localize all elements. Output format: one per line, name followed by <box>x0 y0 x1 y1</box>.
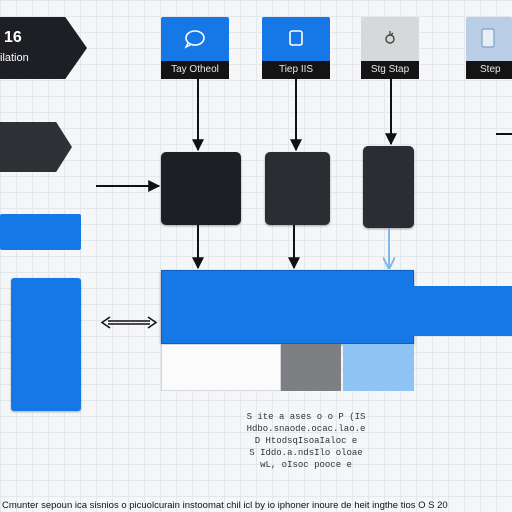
segment-light-blue <box>343 344 414 391</box>
segment-gray <box>281 344 341 391</box>
step-1-label: Tay Otheol <box>161 61 229 79</box>
left-blue-bar <box>0 214 81 250</box>
note-line: D HtodsqIsoaIaloc e <box>254 436 358 446</box>
note-line: S ite a ases o o P (IS <box>246 412 366 422</box>
segment-light <box>161 344 281 391</box>
note-line: Hdbo.snaode.ocac.lao.e <box>246 424 366 434</box>
step-2-label: Tiep IIS <box>262 61 330 79</box>
left-arrow-tag <box>0 122 72 172</box>
step-3-label: Stg Stap <box>361 61 419 79</box>
footer-caption: Cmunter sepoun ica sisnios o picuolcurai… <box>2 500 448 511</box>
process-node-1[interactable] <box>161 152 241 225</box>
note-line: wL, oIsoc pooce e <box>260 460 352 470</box>
left-tall-panel <box>11 278 81 411</box>
step-2-header[interactable] <box>262 17 330 63</box>
header-tag-number: 16 <box>4 29 22 46</box>
note-line: S Iddo.a.ndsIlo oloae <box>249 448 363 458</box>
step-1-header[interactable] <box>161 17 229 63</box>
step-4-label: Step <box>466 61 512 79</box>
process-node-3[interactable] <box>363 146 414 228</box>
panel-icon <box>480 26 498 55</box>
main-output-bar[interactable] <box>161 270 414 344</box>
step-3-header[interactable] <box>361 17 419 63</box>
header-tag: 16 ilation <box>0 17 87 79</box>
process-node-2[interactable] <box>265 152 330 225</box>
step-4-header[interactable] <box>466 17 512 63</box>
bubble-icon <box>182 27 208 54</box>
notes-block: S ite a ases o o P (IS Hdbo.snaode.ocac.… <box>236 411 376 471</box>
header-tag-text: ilation <box>0 52 29 64</box>
document-icon <box>285 27 307 54</box>
right-extension-bar <box>412 286 512 336</box>
double-arrow <box>100 316 158 329</box>
gear-icon <box>381 29 399 52</box>
